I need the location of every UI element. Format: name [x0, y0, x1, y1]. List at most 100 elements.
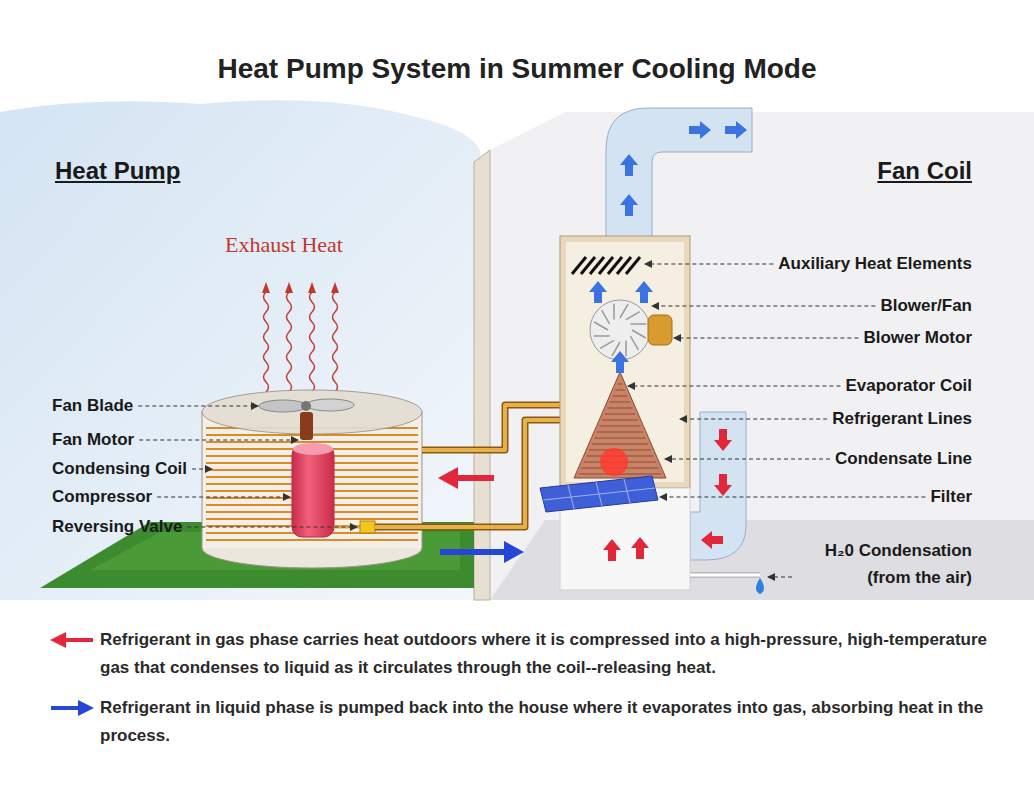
return-duct: [690, 412, 746, 560]
water-drop: [756, 578, 764, 594]
blower-vane: [594, 322, 608, 330]
leader-line: [157, 496, 290, 497]
section-heading: Heat Pump: [55, 156, 180, 186]
leader-line: [674, 337, 858, 338]
filter: [540, 476, 658, 512]
house-interior: [474, 112, 1034, 600]
legend-text: Refrigerant in gas phase carries heat ou…: [100, 626, 1000, 682]
house-interior: [474, 150, 490, 600]
supply-duct: [606, 108, 752, 240]
blower-vane: [613, 304, 615, 320]
part-label: Blower Motor: [863, 327, 972, 349]
part-label: Compressor: [52, 486, 152, 508]
part-label: Fan Blade: [52, 395, 133, 417]
evaporator-fin: [594, 438, 645, 439]
airflow-arrow: [589, 281, 607, 303]
outdoor-unit: [202, 412, 422, 568]
blower-vane: [620, 304, 628, 318]
return-duct: [690, 412, 746, 560]
airflow-arrows: [589, 121, 747, 561]
gas-flow-arrow: [455, 475, 494, 481]
leader-line: [138, 405, 258, 406]
fan-motor: [300, 412, 313, 440]
part-label: Fan Motor: [52, 429, 134, 451]
condensing-coil-tube: [206, 539, 418, 541]
cold-glow: [600, 448, 628, 476]
blower-fan-vanes: [594, 304, 647, 357]
evaporator-coil: [574, 372, 666, 478]
legend-arrow: [50, 698, 94, 718]
legend-arrow-head: [50, 632, 66, 648]
airflow-arrow: [620, 154, 638, 176]
air-handler-cabinet: [560, 236, 690, 488]
part-label: Filter: [930, 486, 972, 508]
supply-duct: [606, 108, 752, 240]
evaporator-fin: [600, 426, 641, 427]
leader-line: [768, 576, 792, 577]
reversing-valve: [360, 521, 375, 533]
blower-vane: [630, 323, 646, 325]
fan-blade: [306, 399, 354, 411]
airflow-arrow: [714, 474, 732, 496]
evaporator-fin: [618, 384, 622, 385]
part-label: H₂0 Condensation (from the air): [797, 537, 972, 591]
evaporator-fin: [613, 396, 628, 397]
compressor: [292, 445, 334, 537]
filter: [540, 476, 658, 512]
flow-label: Exhaust Heat: [225, 232, 343, 258]
evaporator-fin: [615, 390, 625, 391]
condensate-line: [690, 572, 760, 578]
blower-vane: [632, 330, 646, 338]
leader-line: [139, 439, 298, 440]
liquid-flow-arrow: [440, 541, 524, 563]
heat-wave: [310, 292, 315, 392]
fan-blade: [301, 401, 311, 411]
airflow-arrow: [603, 539, 621, 561]
part-label: Blower/Fan: [880, 295, 972, 317]
blower-vane: [630, 336, 638, 350]
blower-vane: [594, 335, 610, 337]
blower-motor: [648, 315, 672, 345]
condensing-coil-tube: [206, 441, 418, 443]
air-handler-cabinet: [560, 236, 690, 488]
liquid-flow-arrow: [504, 541, 524, 563]
airflow-arrow: [611, 351, 629, 373]
evaporator-fin: [607, 408, 632, 409]
compressor: [293, 443, 333, 455]
legend-arrow-shaft: [51, 706, 80, 710]
legend-arrow: [50, 630, 94, 650]
heat-wave: [264, 292, 269, 392]
auxiliary-heat-elements: [572, 257, 640, 274]
air-handler-cabinet: [566, 242, 684, 482]
house-interior: [490, 112, 1034, 600]
leader-line: [192, 468, 212, 469]
legend-arrow-shaft: [64, 638, 93, 642]
condensate-line: [690, 574, 760, 577]
leader-line: [645, 263, 773, 264]
heat-wave: [333, 292, 338, 392]
liquid-flow-arrow: [440, 549, 506, 555]
airflow-arrow: [631, 537, 649, 559]
heat-wave-head: [285, 282, 293, 293]
leader-line: [187, 526, 357, 527]
leader-line: [665, 458, 830, 459]
evaporator-fin: [592, 444, 648, 445]
fan-blade: [259, 400, 307, 412]
part-label: Auxiliary Heat Elements: [778, 253, 972, 275]
section-heading: Fan Coil: [877, 156, 972, 186]
airflow-arrow: [714, 429, 732, 451]
blower-vane: [626, 312, 640, 320]
gas-flow-arrow: [438, 467, 494, 489]
heat-wave-head: [262, 282, 270, 293]
cold-glow: [600, 448, 628, 476]
blower-vane: [602, 310, 610, 324]
reversing-valve: [360, 521, 375, 533]
heat-wave-head: [308, 282, 316, 293]
part-label: Evaporator Coil: [845, 375, 972, 397]
part-label: Condensing Coil: [52, 458, 187, 480]
condensing-coil: [206, 428, 418, 540]
exhaust-heat-arrows: [262, 282, 339, 392]
part-label: Reversing Valve: [52, 516, 182, 538]
